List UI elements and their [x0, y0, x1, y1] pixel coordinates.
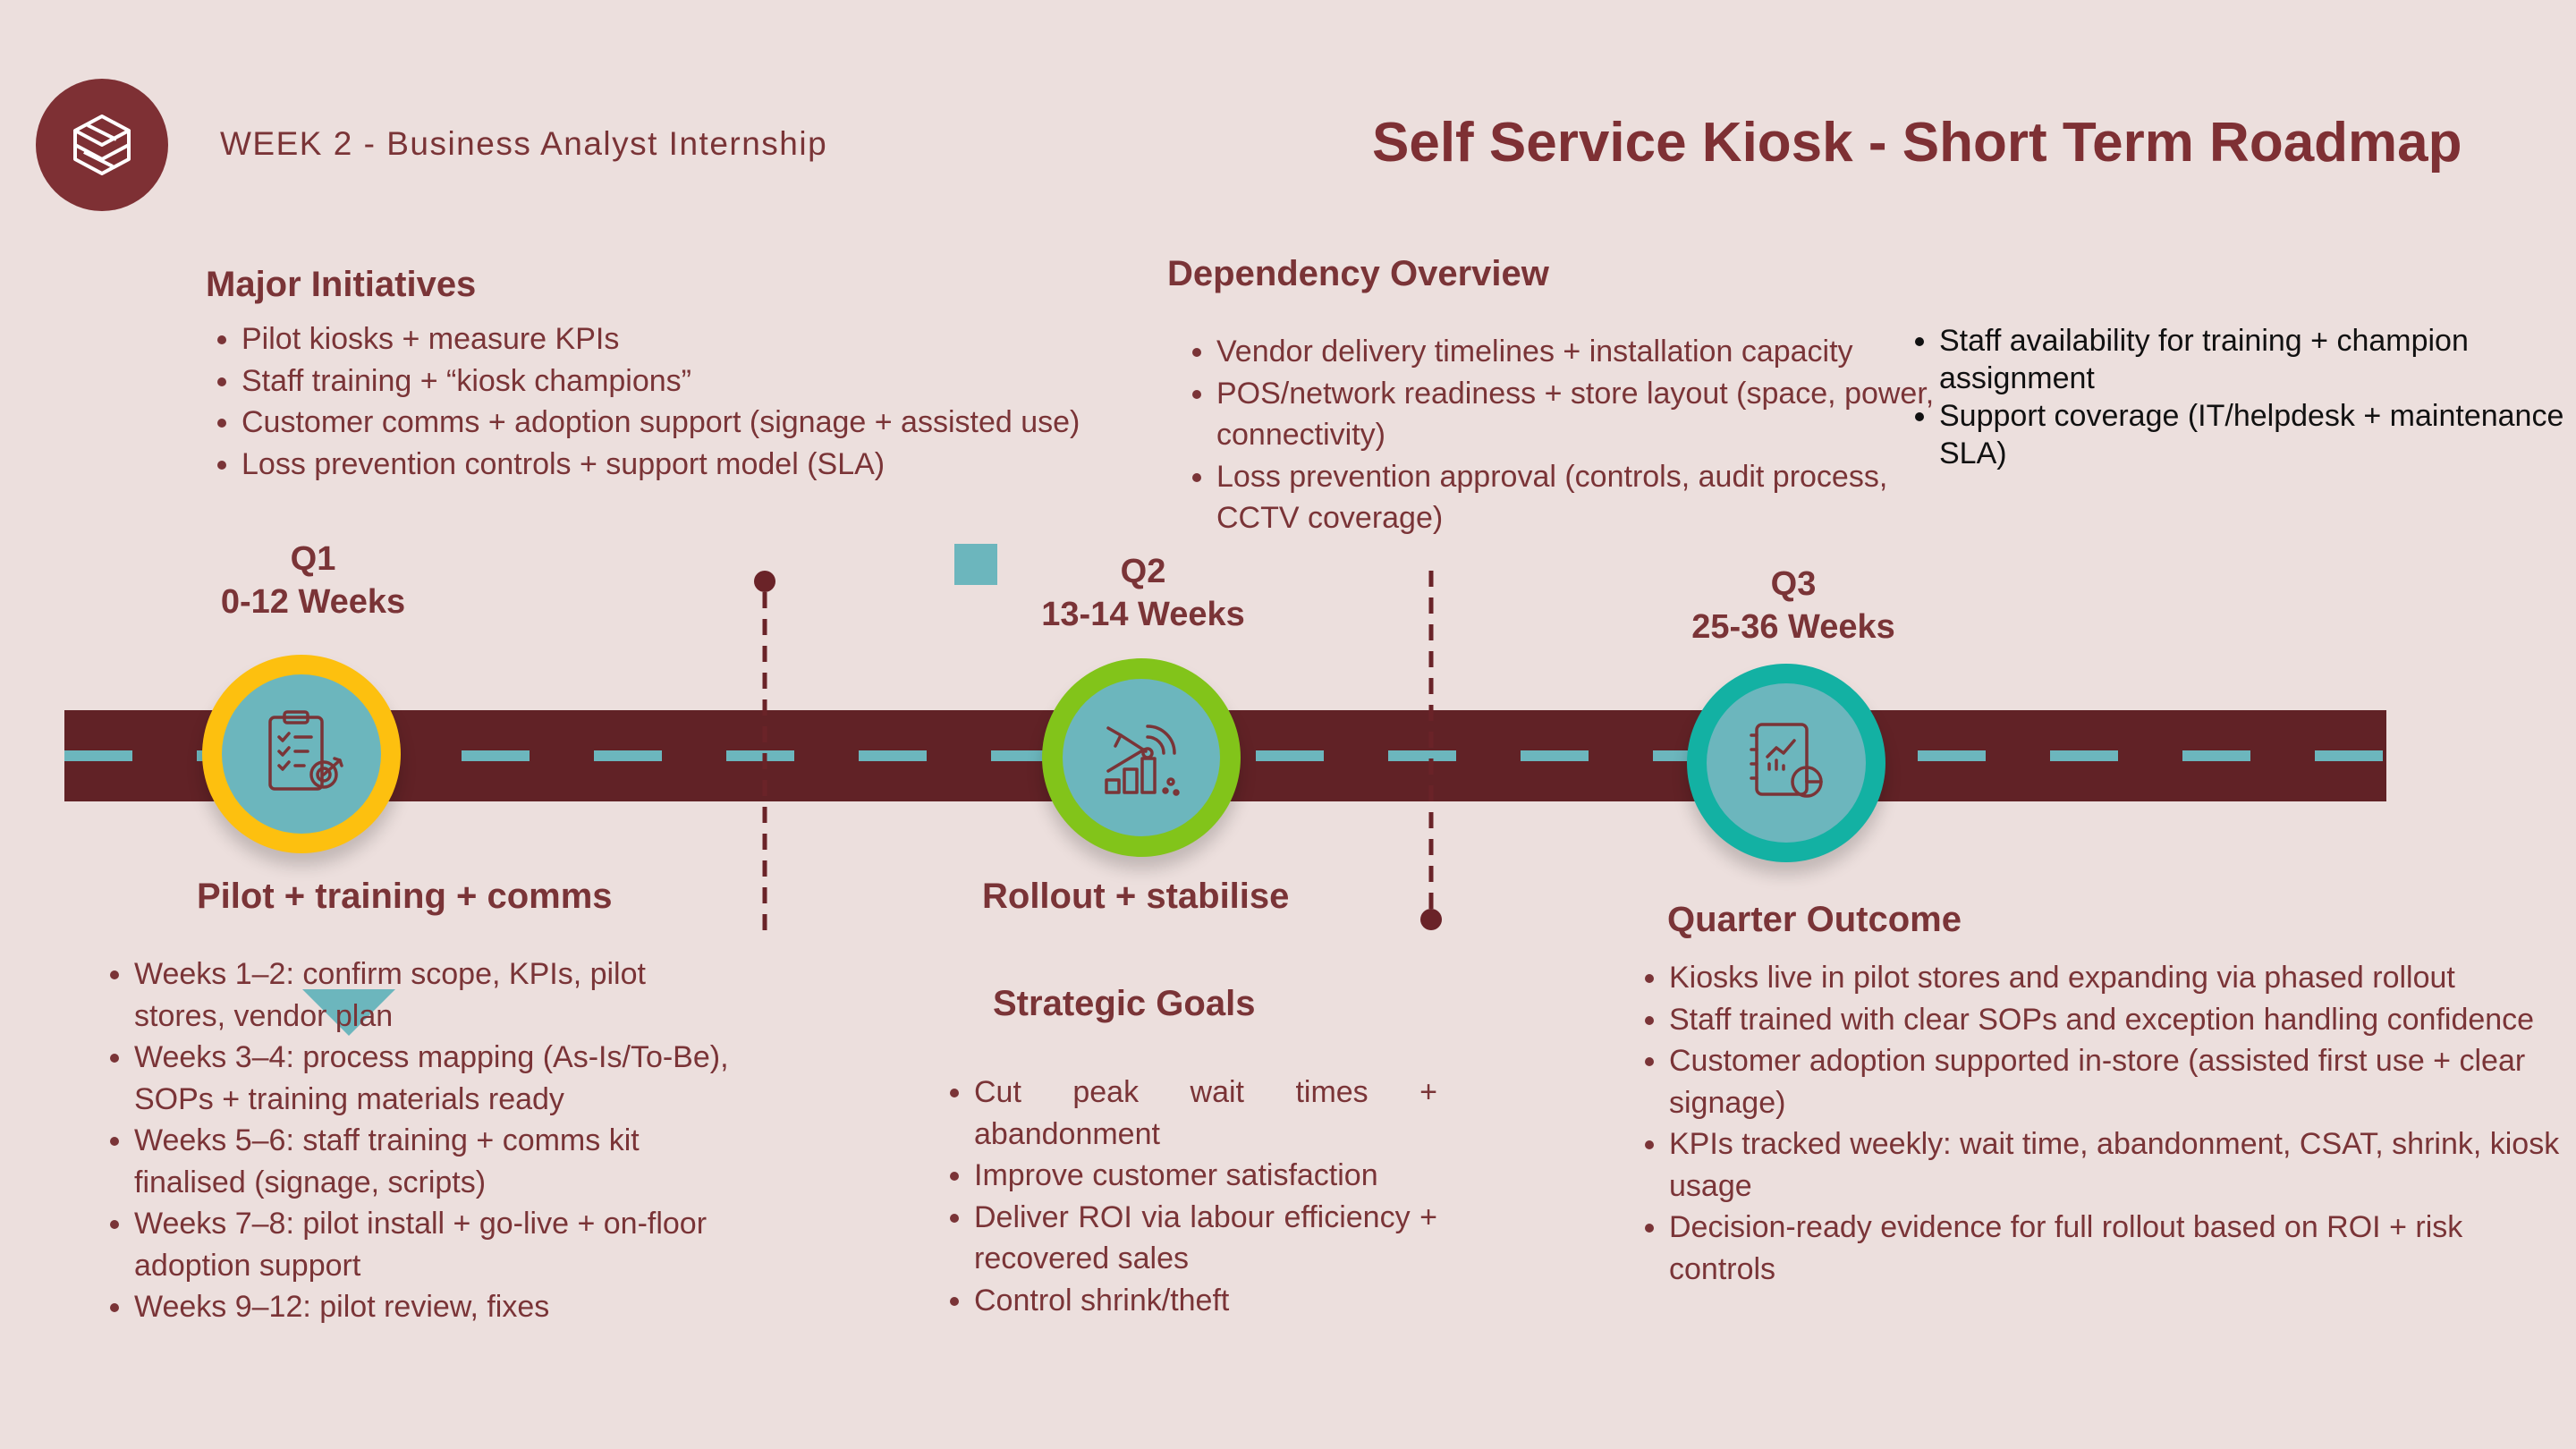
- quarter-range: 0-12 Weeks: [220, 583, 406, 621]
- list-item: Weeks 7–8: pilot install + go-live + on-…: [134, 1203, 742, 1286]
- strategic-goals-list: Cut peak wait times + abandonment Improv…: [940, 1072, 1437, 1321]
- list-item: Deliver ROI via labour efficiency + reco…: [974, 1197, 1437, 1280]
- milestone-divider-2: [1420, 571, 1442, 930]
- clipboard-target-icon: [268, 710, 343, 791]
- q1-node: [202, 655, 401, 853]
- quarter-label-q2: Q2 13-14 Weeks: [1009, 550, 1277, 636]
- cube-logo-icon: [73, 114, 131, 175]
- list-item: Staff trained with clear SOPs and except…: [1669, 999, 2563, 1041]
- page-subtitle: WEEK 2 - Business Analyst Internship: [220, 125, 828, 162]
- decorative-triangle: [302, 989, 395, 1036]
- quarter-outcome-heading: Quarter Outcome: [1667, 900, 1962, 939]
- dependency-overview-heading: Dependency Overview: [1167, 254, 1549, 293]
- quarter-label-q3: Q3 25-36 Weeks: [1659, 563, 1928, 648]
- decorative-square: [954, 544, 997, 585]
- major-initiatives-heading: Major Initiatives: [206, 265, 477, 304]
- growth-target-icon: [1105, 724, 1180, 796]
- quarter-name: Q1: [290, 540, 336, 578]
- dependency-list-secondary: Staff availability for training + champi…: [1905, 322, 2576, 472]
- page-title: Self Service Kiosk - Short Term Roadmap: [1372, 112, 2462, 174]
- list-item: Decision-ready evidence for full rollout…: [1669, 1207, 2563, 1290]
- q2-node: [1042, 658, 1241, 857]
- list-item: Staff training + “kiosk champions”: [242, 360, 1190, 402]
- pilot-heading: Pilot + training + comms: [197, 877, 613, 916]
- quarter-name: Q3: [1770, 565, 1817, 603]
- report-chart-icon: [1750, 723, 1823, 798]
- pilot-list: Weeks 1–2: confirm scope, KPIs, pilot st…: [100, 953, 742, 1328]
- quarter-range: 25-36 Weeks: [1691, 608, 1895, 646]
- list-item: Weeks 9–12: pilot review, fixes: [134, 1286, 742, 1328]
- list-item: Improve customer satisfaction: [974, 1155, 1437, 1197]
- company-logo: [36, 79, 168, 211]
- quarter-name: Q2: [1120, 553, 1166, 590]
- list-item: Kiosks live in pilot stores and expandin…: [1669, 957, 2563, 999]
- list-item: Vendor delivery timelines + installation…: [1216, 331, 1950, 373]
- dependency-list: Vendor delivery timelines + installation…: [1182, 331, 1950, 539]
- list-item: Loss prevention controls + support model…: [242, 444, 1190, 486]
- list-item: Control shrink/theft: [974, 1280, 1437, 1322]
- list-item: Staff availability for training + champi…: [1939, 322, 2576, 397]
- list-item: KPIs tracked weekly: wait time, abandonm…: [1669, 1123, 2563, 1207]
- quarter-outcome-list: Kiosks live in pilot stores and expandin…: [1635, 957, 2563, 1290]
- quarter-label-q1: Q1 0-12 Weeks: [179, 538, 447, 623]
- list-item: Support coverage (IT/helpdesk + maintena…: [1939, 397, 2576, 472]
- list-item: Customer adoption supported in-store (as…: [1669, 1040, 2563, 1123]
- list-item: POS/network readiness + store layout (sp…: [1216, 373, 1950, 456]
- milestone-divider-1: [754, 571, 775, 941]
- major-initiatives-list: Pilot kiosks + measure KPIs Staff traini…: [208, 318, 1190, 485]
- strategic-goals-heading: Strategic Goals: [993, 984, 1256, 1023]
- quarter-range: 13-14 Weeks: [1041, 596, 1245, 633]
- list-item: Cut peak wait times + abandonment: [974, 1072, 1437, 1155]
- list-item: Weeks 1–2: confirm scope, KPIs, pilot st…: [134, 953, 742, 1037]
- list-item: Customer comms + adoption support (signa…: [242, 402, 1190, 444]
- list-item: Weeks 5–6: staff training + comms kit fi…: [134, 1120, 742, 1203]
- list-item: Pilot kiosks + measure KPIs: [242, 318, 1190, 360]
- rollout-heading: Rollout + stabilise: [982, 877, 1290, 916]
- q3-node: [1687, 664, 1885, 862]
- list-item: Loss prevention approval (controls, audi…: [1216, 456, 1950, 539]
- list-item: Weeks 3–4: process mapping (As-Is/To-Be)…: [134, 1037, 742, 1120]
